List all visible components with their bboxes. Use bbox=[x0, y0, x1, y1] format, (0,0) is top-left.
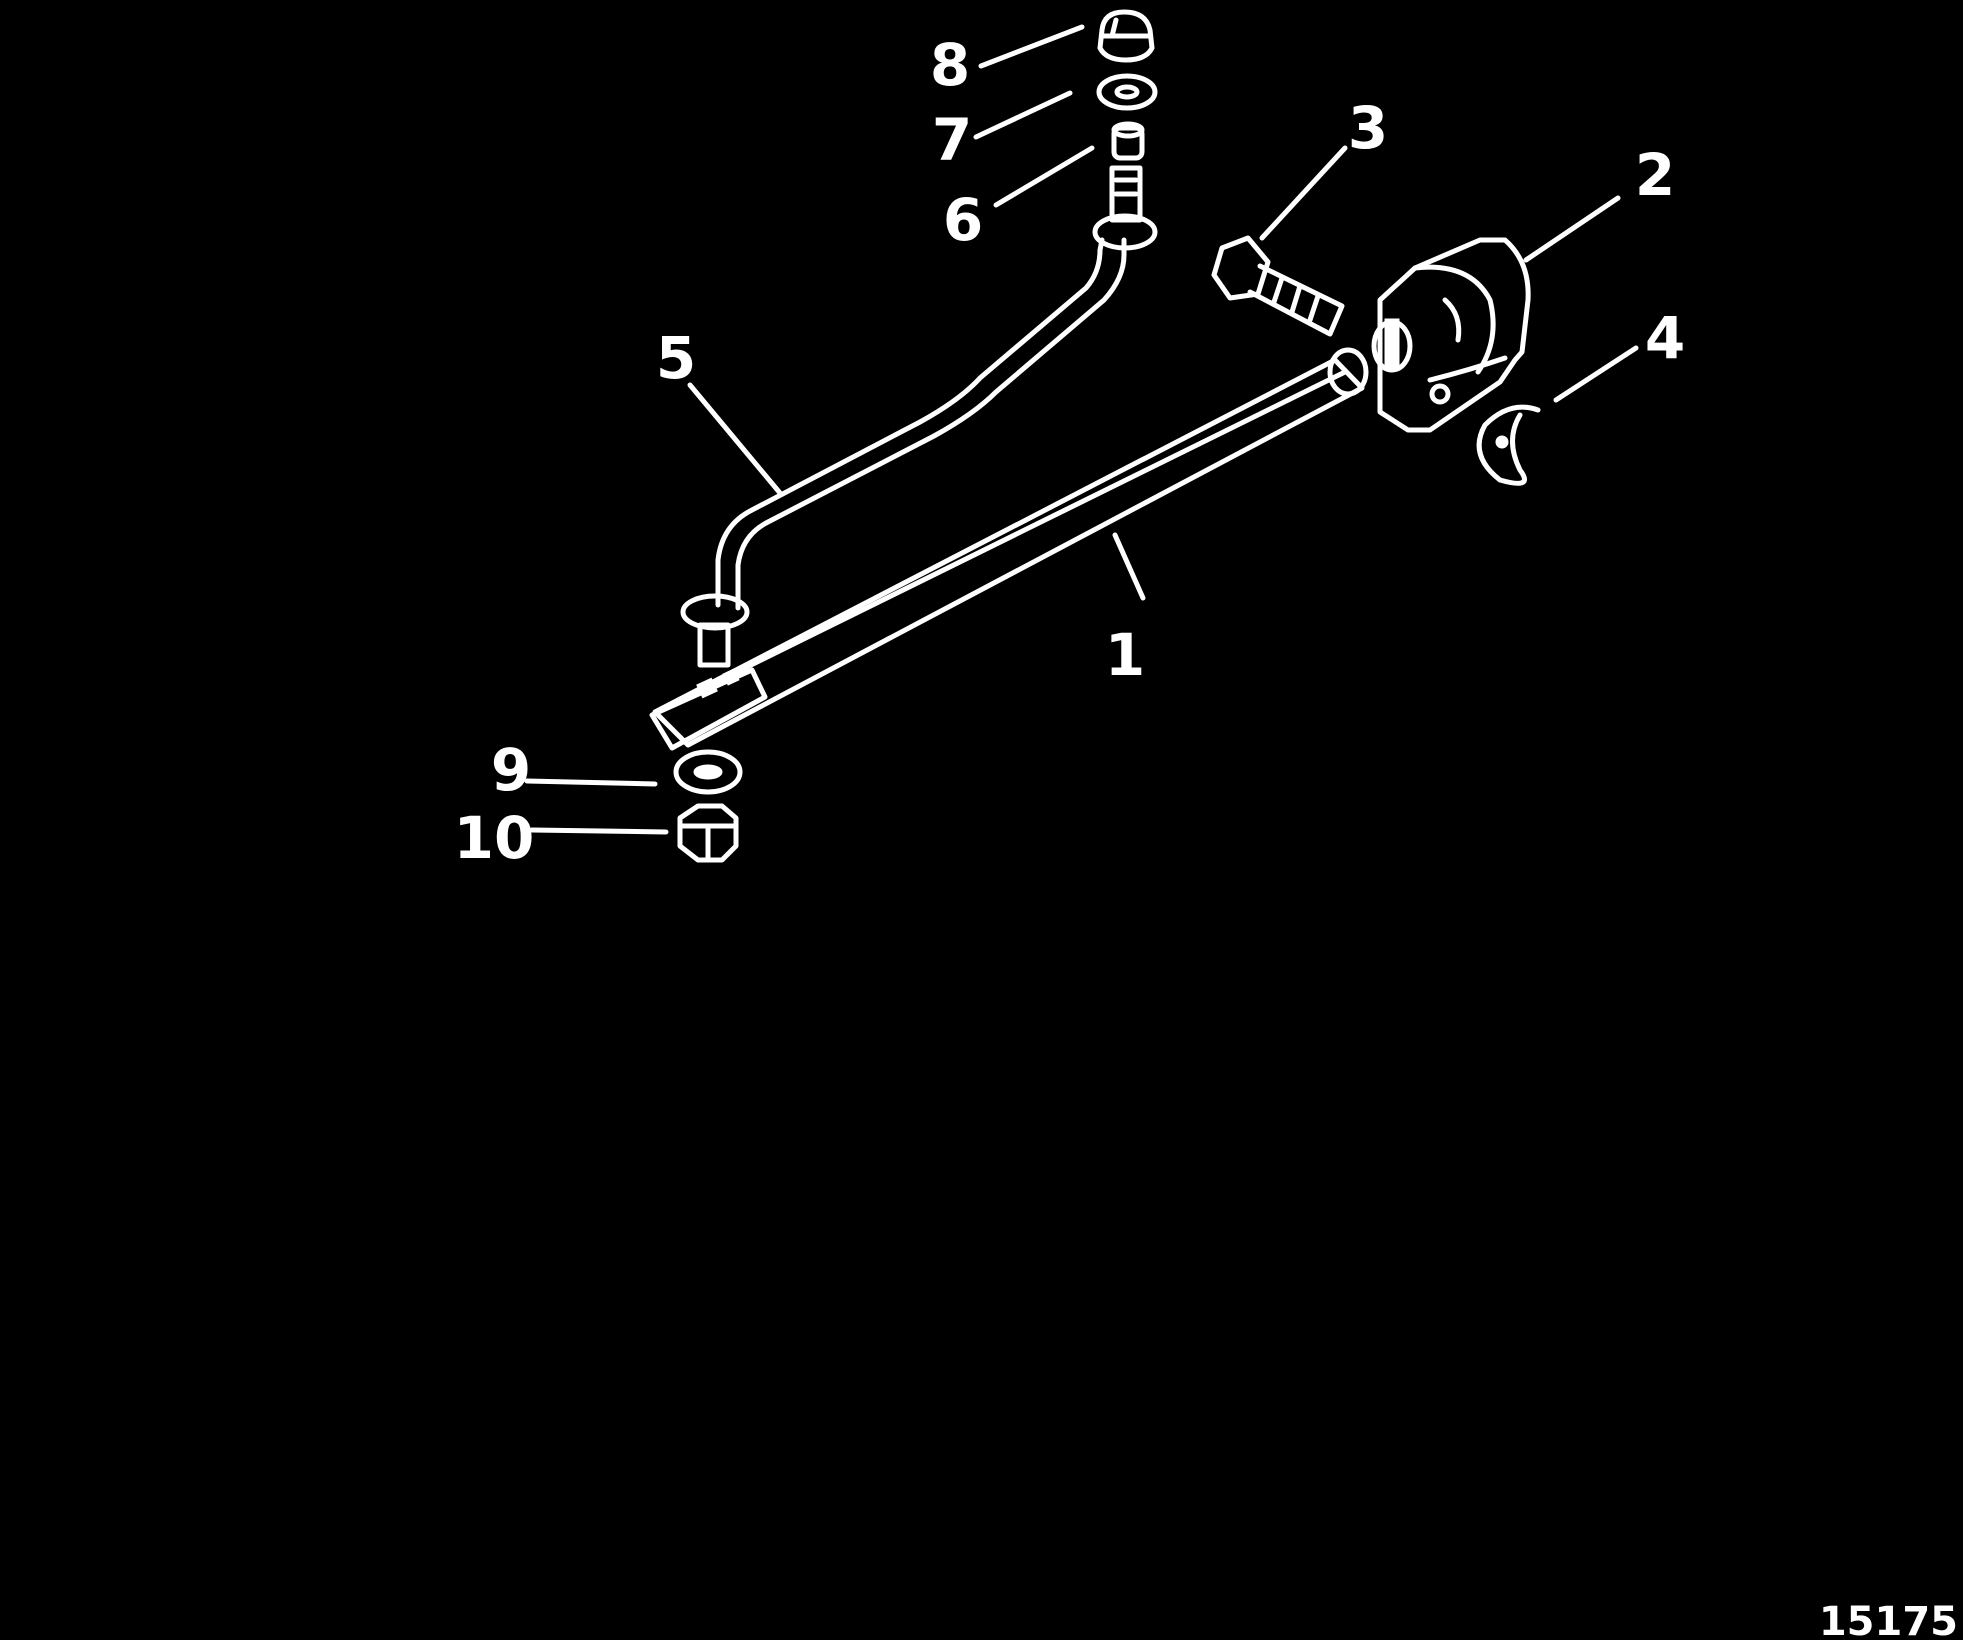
leader-5 bbox=[687, 382, 783, 496]
leader-10 bbox=[529, 827, 669, 835]
leader-7 bbox=[973, 90, 1073, 140]
part-10-nut bbox=[677, 803, 739, 863]
leader-6 bbox=[993, 145, 1095, 208]
part-4-clip bbox=[1476, 404, 1541, 486]
part-5-bent-rod bbox=[680, 213, 1158, 668]
part-8-cap-nut bbox=[1097, 9, 1155, 63]
callout-5: 5 bbox=[656, 324, 696, 392]
leader-2 bbox=[1523, 195, 1621, 263]
callout-labels: 1 2 3 4 5 6 7 8 9 10 bbox=[454, 31, 1686, 872]
part-6-stud bbox=[1109, 165, 1143, 223]
part-8-washer bbox=[1096, 73, 1158, 111]
part-9-washer bbox=[673, 749, 743, 795]
figure-id: 15175 bbox=[1819, 1599, 1958, 1640]
leader-8 bbox=[978, 24, 1085, 69]
callout-3: 3 bbox=[1348, 94, 1388, 162]
part-2-clamp-block bbox=[1371, 237, 1531, 433]
leader-lines bbox=[524, 24, 1639, 835]
callout-4: 4 bbox=[1645, 304, 1685, 372]
part-7-bushing bbox=[1111, 121, 1145, 161]
callout-7: 7 bbox=[932, 106, 972, 174]
leader-1 bbox=[1112, 532, 1146, 601]
part-3-bolt bbox=[1211, 235, 1345, 337]
leader-4 bbox=[1553, 345, 1639, 403]
leader-9 bbox=[524, 778, 658, 787]
callout-8: 8 bbox=[930, 31, 970, 99]
callout-10: 10 bbox=[454, 804, 535, 872]
callout-2: 2 bbox=[1635, 141, 1675, 209]
leader-3 bbox=[1259, 145, 1348, 241]
callout-1: 1 bbox=[1105, 621, 1145, 689]
part-1-link-rod bbox=[649, 347, 1369, 751]
callout-6: 6 bbox=[943, 186, 983, 254]
callout-9: 9 bbox=[491, 736, 531, 804]
